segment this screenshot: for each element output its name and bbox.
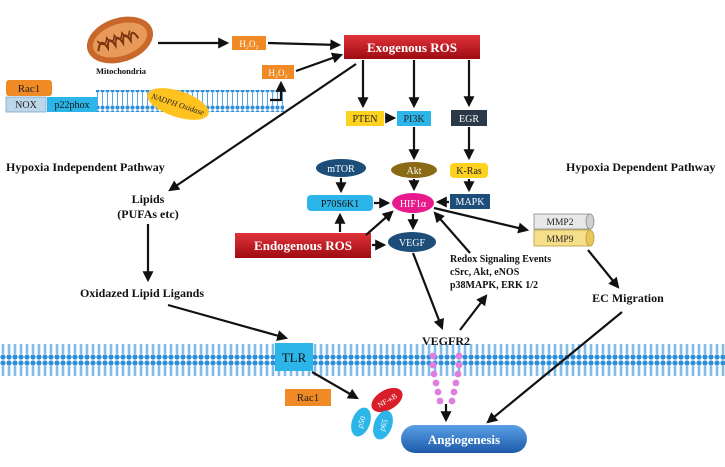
mtor-label: mTOR: [327, 164, 355, 175]
hif1a-ellipse: [392, 193, 434, 213]
cell-membrane-bottom: [0, 340, 725, 376]
arrow-tlr-nfkb: [311, 371, 359, 400]
rac1-top-label: Rac1: [18, 83, 41, 95]
akt-ellipse: [391, 162, 437, 178]
p70s6k1-label: P70S6K1: [321, 199, 359, 210]
arrows: [142, 37, 623, 424]
nox-label: NOX: [15, 100, 37, 111]
egr-box: [451, 110, 487, 126]
vegf-ellipse: [388, 232, 436, 252]
lipids-sublabel: (PUFAs etc): [117, 207, 178, 221]
p22phox-box: [47, 97, 97, 112]
nfkb-ellipse: [371, 387, 403, 413]
p50-ellipse: [351, 407, 371, 437]
p22phox-label: p22phox: [55, 100, 90, 111]
endogenous-ros-label: Endogenous ROS: [254, 238, 352, 253]
pten-box: [346, 111, 384, 126]
mmp-cylinder-icon: [533, 213, 595, 247]
arrow-mmp-ec: [587, 249, 620, 289]
lipids-label: Lipids: [132, 192, 165, 206]
exogenous-ros-box: [344, 35, 480, 59]
hif1a-label: HIF1α: [400, 199, 427, 210]
oxidized-lipid-ligands-label: Oxidazed Lipid Ligands: [80, 286, 204, 300]
nox-box: [5, 96, 47, 113]
endogenous-ros-box: [235, 233, 371, 258]
h2o2-label-lower: H₂O₂: [268, 68, 287, 78]
arrow-redox-hif: [433, 211, 471, 254]
mapk-label: MAPK: [456, 197, 486, 208]
redox-events-line3: p38MAPK, ERK 1/2: [450, 280, 538, 291]
angiogenesis-label: Angiogenesis: [428, 432, 500, 447]
angiogenesis-pill: [401, 425, 527, 453]
rac1-bottom-label: Rac1: [297, 392, 320, 404]
ec-migration-label: EC Migration: [592, 291, 664, 305]
mitochondria-icon: [86, 16, 154, 64]
p65-label: p65: [377, 418, 390, 432]
arrow-h2o2-exogenous: [267, 39, 342, 51]
tlr-box: [275, 343, 313, 371]
mapk-box: [450, 194, 490, 209]
exogenous-ros-label: Exogenous ROS: [367, 40, 457, 55]
p70s6k1-box: [307, 195, 373, 211]
redox-events-line1: Redox Signaling Events: [450, 254, 551, 265]
vegfr2-label: VEGFR2: [422, 334, 470, 348]
arrow-vegfr2-redox: [459, 294, 488, 331]
rac1-bottom-box: [285, 389, 331, 406]
mitochondria-label: Mitochondria: [96, 66, 147, 76]
rac1-top-box: [6, 80, 52, 96]
kras-label: K-Ras: [456, 166, 482, 177]
mmp9-label: MMP9: [547, 235, 574, 245]
h2o2-label-top: H₂O₂: [239, 39, 258, 49]
arrow-h2o2-lower-exogenous: [295, 52, 344, 73]
redox-events-line2: cSrc, Akt, eNOS: [450, 267, 520, 278]
hypoxia-independent-heading: Hypoxia Independent Pathway: [6, 160, 165, 174]
mtor-ellipse: [316, 159, 366, 177]
pten-label: PTEN: [353, 114, 378, 125]
vegf-label: VEGF: [399, 238, 426, 249]
akt-label: Akt: [407, 166, 422, 177]
arrow-nadph-h2o2: [270, 80, 287, 102]
kras-box: [450, 163, 488, 178]
arrow-endoros-hif: [365, 210, 394, 236]
arrow-ec-angiogenesis: [486, 311, 623, 424]
arrow-exogenous-lipids: [168, 63, 357, 192]
tlr-label: TLR: [282, 350, 307, 365]
h2o2-box-lower: [262, 65, 294, 79]
h2o2-box-top: [232, 36, 266, 50]
p50-label: p50: [355, 415, 368, 429]
nadph-oxidase-ellipse: [147, 88, 209, 120]
egr-label: EGR: [459, 114, 479, 125]
arrow-oxlipid-tlr: [167, 303, 289, 341]
arrow-vegf-vegfr2: [411, 252, 444, 331]
hypoxia-dependent-heading: Hypoxia Dependent Pathway: [566, 160, 715, 174]
p65-ellipse: [373, 410, 393, 440]
mmp2-label: MMP2: [547, 218, 574, 228]
pi3k-label: PI3K: [403, 114, 425, 125]
vegfr2-receptor-icon: [429, 352, 463, 405]
arrow-hif-mmp: [433, 206, 530, 234]
pi3k-box: [397, 111, 431, 126]
